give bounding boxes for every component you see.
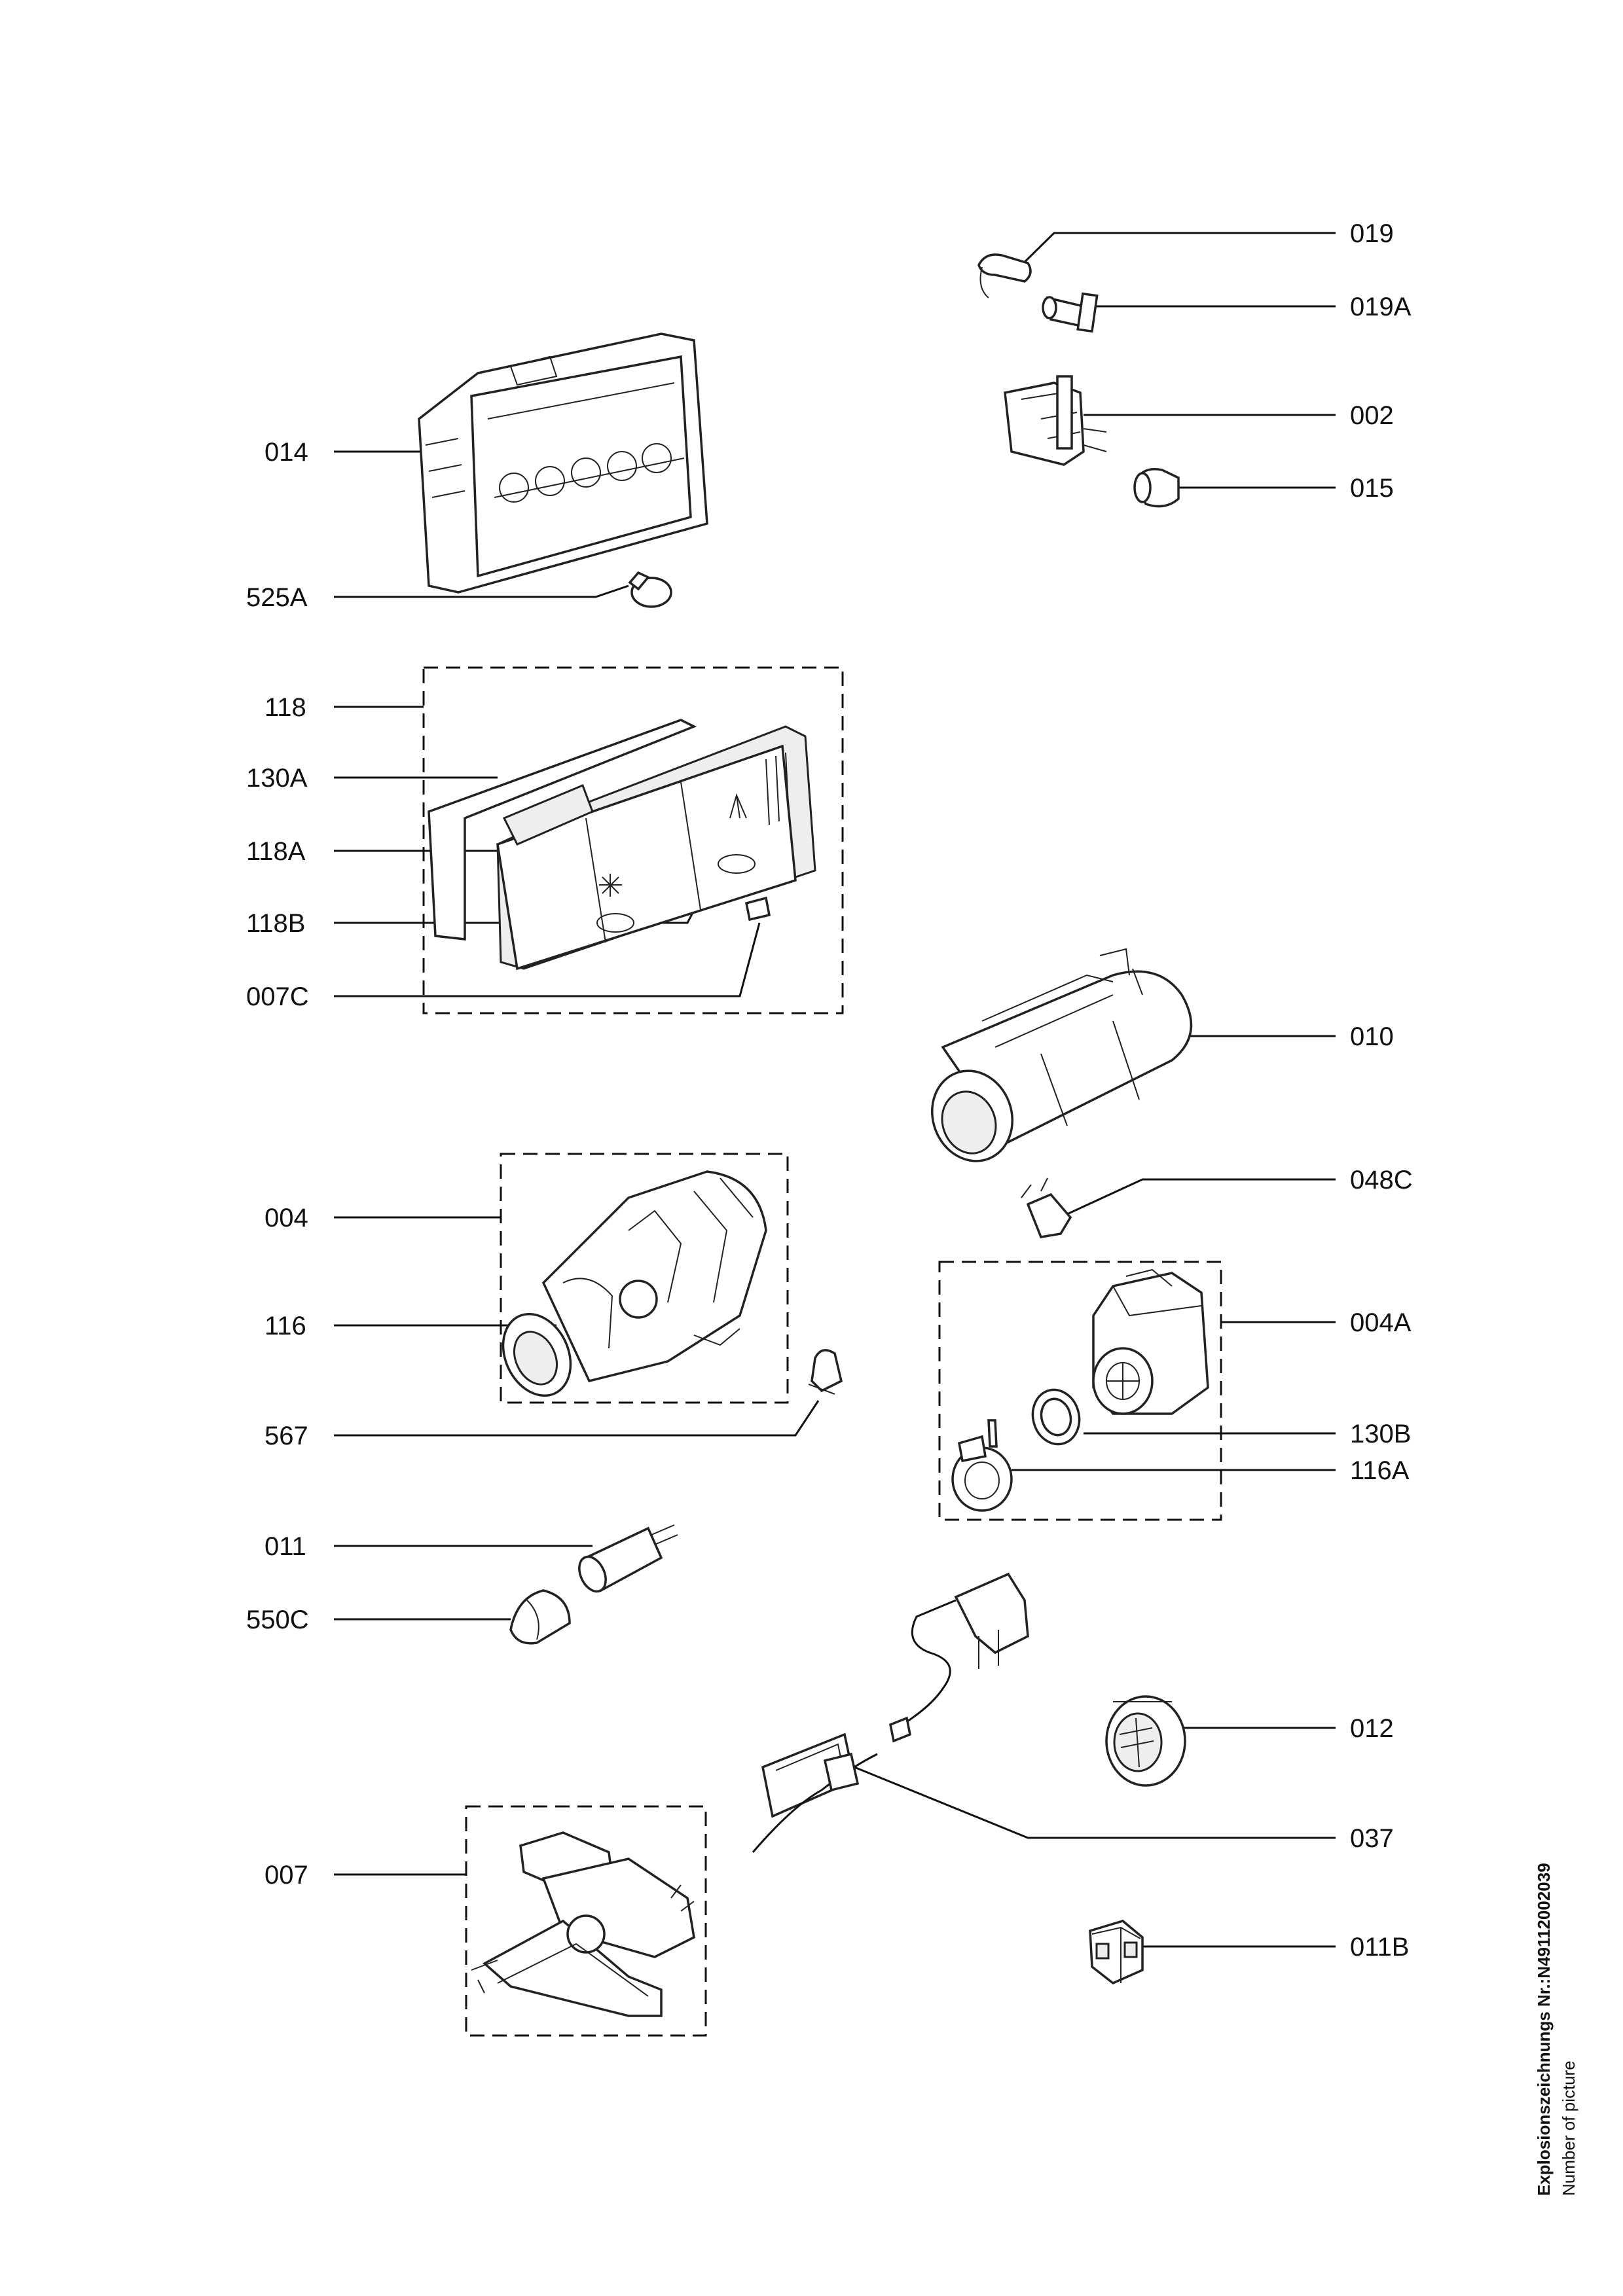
label-011: 011 bbox=[264, 1532, 306, 1561]
label-004: 004 bbox=[264, 1204, 308, 1232]
part-550C-cap bbox=[509, 1589, 571, 1645]
part-019A-pin bbox=[1042, 292, 1099, 333]
leader-007C bbox=[334, 922, 761, 997]
label-116: 116 bbox=[264, 1312, 306, 1340]
label-130A: 130A bbox=[246, 764, 308, 793]
part-116A-pressure-sensor bbox=[951, 1419, 1013, 1512]
side-text-drawing-number: Explosionszeichnungs Nr.:N4911200203​9 bbox=[1534, 1863, 1554, 2196]
label-014: 014 bbox=[264, 438, 308, 467]
label-567: 567 bbox=[264, 1422, 308, 1450]
part-007-spray-arm bbox=[471, 1831, 695, 2017]
label-004A: 004A bbox=[1350, 1308, 1412, 1337]
part-525A-button bbox=[628, 571, 672, 608]
group-box-004 bbox=[500, 1153, 789, 1404]
label-550C: 550C bbox=[246, 1605, 309, 1634]
part-037-bracket bbox=[752, 1732, 878, 1853]
part-118-dispenser bbox=[428, 719, 816, 971]
label-048C: 048C bbox=[1350, 1166, 1413, 1194]
part-014-control-module bbox=[418, 332, 708, 594]
label-019: 019 bbox=[1350, 219, 1394, 248]
leader-037 bbox=[854, 1766, 1336, 1839]
part-011B-relay bbox=[1089, 1920, 1144, 1985]
part-011-capacitor bbox=[578, 1524, 678, 1593]
leader-048C bbox=[1067, 1178, 1336, 1215]
label-011B: 011B bbox=[1350, 1933, 1409, 1962]
label-015: 015 bbox=[1350, 474, 1394, 503]
part-048C-sensor bbox=[1021, 1177, 1072, 1238]
group-box-007 bbox=[465, 1805, 707, 2037]
part-012-knob bbox=[1105, 1695, 1186, 1787]
part-130B-gasket bbox=[1031, 1388, 1081, 1446]
label-002: 002 bbox=[1350, 401, 1394, 430]
group-box-118 bbox=[422, 666, 844, 1014]
label-019A: 019A bbox=[1350, 293, 1412, 321]
part-002-switch bbox=[1004, 375, 1107, 466]
part-015-cap bbox=[1133, 468, 1180, 508]
label-118A: 118A bbox=[246, 837, 306, 866]
part-007C-clip bbox=[744, 896, 771, 922]
part-019-clip bbox=[977, 253, 1032, 298]
group-box-004A bbox=[938, 1261, 1222, 1521]
leader-525A bbox=[334, 584, 629, 598]
label-118B: 118B bbox=[246, 909, 305, 938]
label-130B: 130B bbox=[1350, 1420, 1411, 1448]
side-text-number-of-picture: Number of picture bbox=[1559, 2060, 1578, 2196]
part-567-clamp bbox=[808, 1349, 843, 1395]
leader-567 bbox=[334, 1400, 820, 1437]
part-010-heater bbox=[930, 948, 1193, 1162]
label-012: 012 bbox=[1350, 1714, 1394, 1743]
label-007C: 007C bbox=[246, 982, 309, 1011]
label-525A: 525A bbox=[246, 583, 308, 612]
label-116A: 116A bbox=[1350, 1456, 1410, 1485]
leader-019 bbox=[1010, 232, 1336, 276]
label-118: 118 bbox=[264, 693, 306, 722]
part-power-cord bbox=[888, 1572, 1029, 1743]
label-010: 010 bbox=[1350, 1022, 1394, 1051]
part-004-pump bbox=[501, 1170, 767, 1397]
part-004A-drain-pump bbox=[1092, 1268, 1209, 1415]
label-037: 037 bbox=[1350, 1824, 1394, 1853]
label-007: 007 bbox=[264, 1861, 308, 1890]
